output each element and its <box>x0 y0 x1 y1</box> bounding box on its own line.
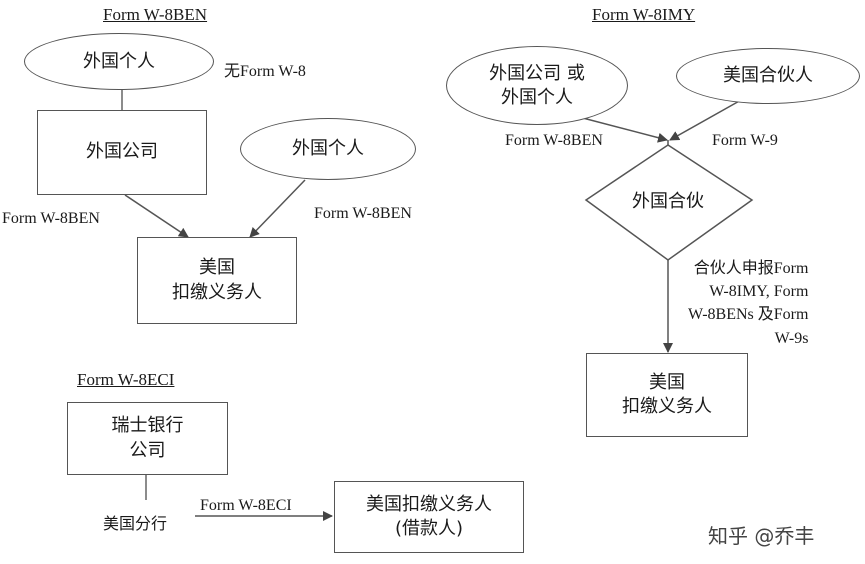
foreign-individual-top-text: 外国个人 <box>83 50 155 72</box>
arrow-individual-to-agent <box>249 179 306 238</box>
partnership-report-label: 合伙人申报Form W-8IMY, Form W-8BENs 及Form W-9… <box>688 260 809 347</box>
watermark-text: 知乎 @乔丰 <box>708 524 815 548</box>
arrow-us-partner-to-merge <box>669 94 751 141</box>
swiss-bank-text: 瑞士银行 公司 <box>111 415 184 461</box>
us-withholding-agent-text-1: 美国 扣缴义务人 <box>172 257 262 303</box>
no-form-w8-label: 无Form W-8 <box>224 63 306 80</box>
arrow-company-to-agent <box>124 194 189 238</box>
form-w8eci-label: Form W-8ECI <box>200 497 292 514</box>
foreign-individual-ellipse-right: 外国个人 <box>240 118 416 180</box>
w8eci-title: Form W-8ECI <box>77 370 175 389</box>
foreign-individual-ellipse-top: 外国个人 <box>24 33 214 90</box>
foreign-individual-right-text: 外国个人 <box>292 138 364 160</box>
form-w8ben-label-imy: Form W-8BEN <box>505 132 603 149</box>
us-branch-label: 美国分行 <box>103 514 168 533</box>
form-w8ben-label-right: Form W-8BEN <box>314 205 412 222</box>
w8imy-title: Form W-8IMY <box>592 5 696 24</box>
form-w8ben-label-left: Form W-8BEN <box>2 210 100 227</box>
foreign-company-or-individual-ellipse: 外国公司 或 外国个人 <box>446 46 628 125</box>
us-withholding-agent-borrower-box: 美国扣缴义务人 (借款人) <box>334 481 524 553</box>
us-withholding-agent-borrower-text: 美国扣缴义务人 (借款人) <box>366 493 492 539</box>
swiss-bank-box: 瑞士银行 公司 <box>67 402 228 475</box>
foreign-company-box: 外国公司 <box>37 110 207 195</box>
foreign-company-or-individual-text: 外国公司 或 外国个人 <box>489 63 585 108</box>
us-withholding-agent-text-2: 美国 扣缴义务人 <box>622 371 712 417</box>
w8ben-title: Form W-8BEN <box>103 5 208 24</box>
us-partner-text: 美国合伙人 <box>723 65 813 87</box>
us-withholding-agent-box-1: 美国 扣缴义务人 <box>137 237 297 324</box>
form-w9-label: Form W-9 <box>712 132 778 149</box>
foreign-company-text: 外国公司 <box>86 141 158 163</box>
us-withholding-agent-box-2: 美国 扣缴义务人 <box>586 353 748 437</box>
foreign-partnership-text: 外国合伙 <box>632 191 704 212</box>
us-partner-ellipse: 美国合伙人 <box>676 48 860 104</box>
